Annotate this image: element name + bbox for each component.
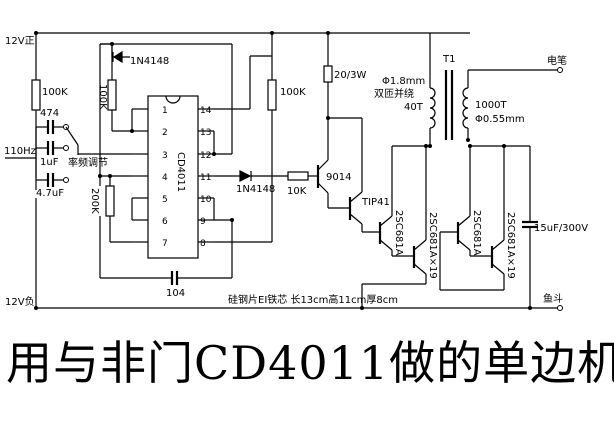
label-110hz: 110Hz: [4, 146, 36, 157]
terminal-electropen: [557, 67, 563, 73]
pin-6: 6: [162, 217, 168, 227]
transistor-2sc681a-x19-2-emitter: [491, 263, 505, 275]
switch-contact-2: [63, 145, 69, 151]
label-core-note: 硅钢片EI铁芯 长13cm高11cm厚8cm: [228, 293, 398, 306]
label-c104: 104: [166, 288, 185, 299]
transistor-2sc681a-x19-1-emitter: [413, 263, 427, 275]
resistor-20-3w: [323, 65, 333, 83]
transistor-2sc681a-1-emitter: [379, 239, 393, 251]
switch-contact-3: [63, 177, 69, 183]
transistor-9014-collector: [317, 159, 329, 171]
label-diode-top: 1N4148: [130, 56, 169, 67]
label-12v-positive: 12V正: [5, 36, 35, 47]
label-c474: 474: [40, 108, 59, 119]
label-q-tip41: TIP41: [361, 197, 390, 208]
label-c-15u: 15uF/300V: [534, 223, 588, 234]
label-r-10k: 10K: [287, 186, 307, 197]
resistor-100k-top: [31, 79, 41, 111]
transistor-2sc681a-x19-1-collector: [413, 239, 427, 251]
resistor-100k-mid: [107, 79, 117, 111]
label-secondary-wire: Φ0.55mm: [475, 114, 525, 125]
label-q-2sc681a-1: 2SC681A: [393, 210, 404, 256]
label-q-2sc681a-x19-1: 2SC681A×19: [427, 212, 438, 279]
label-c1u: 1uF: [40, 157, 59, 168]
label-primary-turns: 40T: [404, 102, 424, 113]
pin-2: 2: [162, 128, 168, 138]
ic-left-pins: [132, 108, 148, 243]
resistor-100k-right: [267, 79, 277, 111]
resistor-200k: [105, 185, 115, 217]
label-secondary-turns: 1000T: [475, 100, 507, 111]
transformer-primary-coil: [429, 87, 436, 129]
junction-dots: [34, 31, 532, 310]
diode-1n4148-top: [112, 50, 123, 64]
diode-1n4148-out: [239, 170, 252, 182]
transformer-secondary-coil: [462, 87, 469, 129]
transistor-2sc681a-2-emitter: [457, 239, 471, 251]
ic-cd4011-body: [147, 95, 199, 259]
ic-notch: [165, 95, 181, 104]
label-primary-wire: Φ1.8mm: [382, 76, 425, 87]
pin-9: 9: [200, 217, 206, 227]
pin-7: 7: [162, 239, 168, 249]
pin-4: 4: [162, 173, 168, 183]
terminal-fish: [557, 305, 563, 311]
label-electropen: 电笔: [547, 54, 567, 67]
label-t1: T1: [442, 54, 455, 65]
label-r-20-3w: 20/3W: [334, 70, 366, 81]
transistor-2sc681a-2-collector: [457, 215, 471, 227]
pin-1: 1: [162, 106, 168, 116]
label-r-100k-mid: 100K: [97, 84, 108, 110]
transistor-tip41-collector: [349, 191, 363, 203]
transistor-9014-emitter: [317, 182, 329, 194]
transistor-2sc681a-x19-2-collector: [491, 239, 505, 251]
label-c47u: 4.7uF: [36, 188, 64, 199]
pin-3: 3: [162, 151, 168, 161]
pin-12: 12: [200, 151, 211, 161]
secondary-end-dot: [466, 138, 470, 142]
label-freq-adjust: 率频调节: [68, 156, 108, 169]
label-q-9014: 9014: [326, 172, 351, 183]
label-r-100k-top: 100K: [42, 87, 68, 98]
ic-right-pins: [198, 108, 214, 243]
resistor-10k: [287, 171, 309, 181]
label-q-2sc681a-2: 2SC681A: [471, 210, 482, 256]
ic-cd4011-label: CD4011: [175, 152, 186, 192]
pin-14: 14: [200, 106, 212, 116]
label-diode-out: 1N4148: [236, 184, 275, 195]
label-r-100k-right: 100K: [280, 87, 306, 98]
transistor-2sc681a-1-collector: [379, 215, 393, 227]
pin-8: 8: [200, 239, 206, 249]
transistor-tip41-emitter: [349, 213, 363, 225]
label-q-2sc681a-x19-2: 2SC681A×19: [505, 212, 516, 279]
switch-arm: [65, 126, 79, 146]
pin-11: 11: [200, 173, 211, 183]
diagram-title: 用与非门CD4011做的单边机: [6, 336, 614, 390]
label-primary-wind: 双匝并绕: [374, 87, 414, 100]
label-r-200k: 200K: [89, 188, 100, 214]
pin-13: 13: [200, 128, 211, 138]
label-fish: 鱼斗: [543, 292, 563, 305]
pin-10: 10: [200, 195, 212, 205]
label-12v-negative: 12V负: [5, 295, 35, 308]
pin-5: 5: [162, 195, 168, 205]
